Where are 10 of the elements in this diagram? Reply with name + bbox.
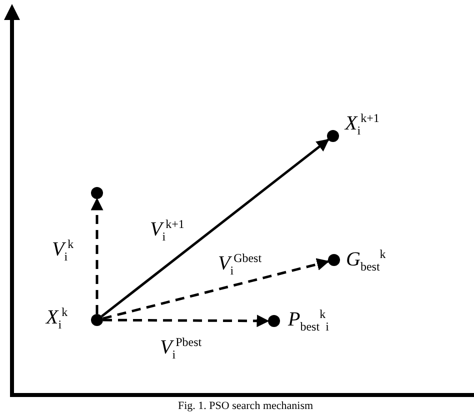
point-dot (328, 254, 340, 266)
arrow (103, 314, 270, 328)
arrow (100, 138, 330, 318)
arrow (102, 258, 330, 320)
caption: Fig. 1. PSO search mechanism (178, 401, 314, 412)
point-dot (91, 187, 103, 199)
point-dot (327, 130, 339, 142)
point-dot (268, 315, 280, 327)
arrow (90, 198, 104, 314)
point-dot (91, 314, 103, 326)
